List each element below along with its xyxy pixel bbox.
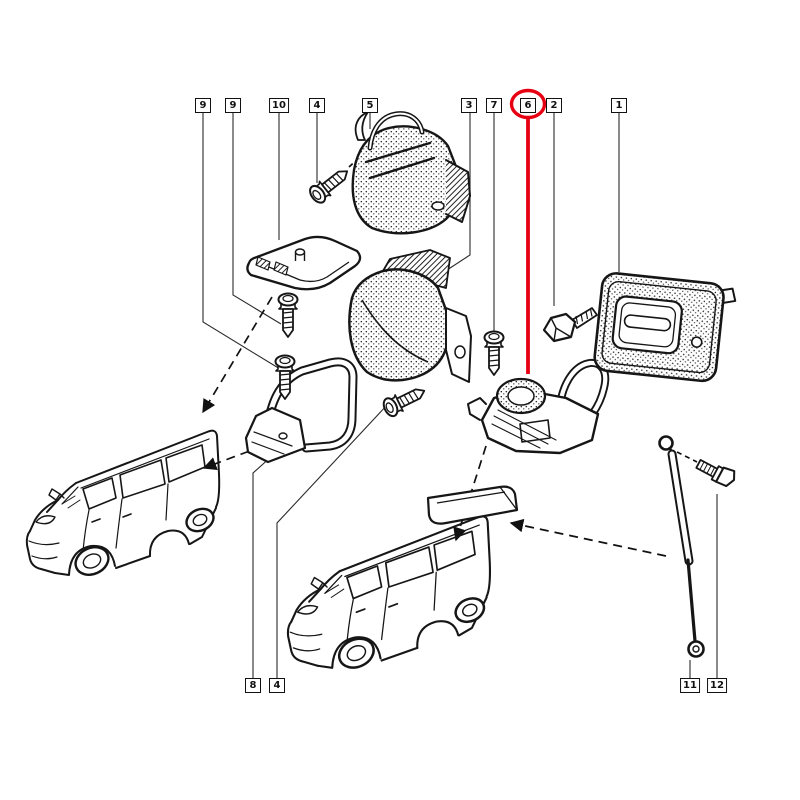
check-strap-bracket-icon: [244, 357, 358, 464]
callout-1[interactable]: 1: [611, 98, 627, 113]
callout-11[interactable]: 11: [680, 678, 700, 693]
dash-strut-to-stud: [676, 451, 698, 463]
screw-icon: [483, 330, 505, 376]
callout-6-highlighted[interactable]: 6: [520, 98, 536, 113]
callout-4b[interactable]: 4: [269, 678, 285, 693]
gas-strut-icon: [658, 435, 705, 658]
callout-4a[interactable]: 4: [309, 98, 325, 113]
arrow-bracket-to-van: [202, 445, 264, 471]
striker-plate-icon: [246, 235, 362, 291]
screw-icon: [379, 381, 430, 420]
callout-3[interactable]: 3: [461, 98, 477, 113]
callout-9a[interactable]: 9: [195, 98, 211, 113]
callout-7[interactable]: 7: [486, 98, 502, 113]
van-front-three-quarter-icon: [25, 429, 221, 581]
hex-bolt-icon: [542, 307, 598, 343]
arrow-striker-to-van: [202, 296, 273, 414]
ball-stud-icon: [695, 458, 736, 488]
callout-12[interactable]: 12: [707, 678, 727, 693]
highlight-circle: [509, 88, 547, 120]
callout-8[interactable]: 8: [245, 678, 261, 693]
highlight-marker: [509, 88, 547, 374]
van-tailgate-open-icon: [286, 485, 519, 675]
screw-icon: [277, 292, 299, 338]
leader-9a: [202, 111, 286, 373]
callout-10[interactable]: 10: [269, 98, 289, 113]
hinge-assembly-icon: [351, 111, 471, 235]
screw-icon: [306, 162, 355, 207]
callout-2[interactable]: 2: [546, 98, 562, 113]
lock-striker-bracket-icon: [467, 358, 610, 455]
arrow-strut-to-tailgate: [509, 518, 667, 557]
leader-4b: [276, 403, 389, 678]
leader-8: [252, 455, 273, 678]
rubber-buffer-icon: [348, 249, 472, 383]
callout-9b[interactable]: 9: [225, 98, 241, 113]
leader-3: [443, 111, 471, 273]
tailgate-handle-icon: [593, 272, 737, 383]
leader-9b: [232, 111, 282, 325]
callout-5[interactable]: 5: [362, 98, 378, 113]
